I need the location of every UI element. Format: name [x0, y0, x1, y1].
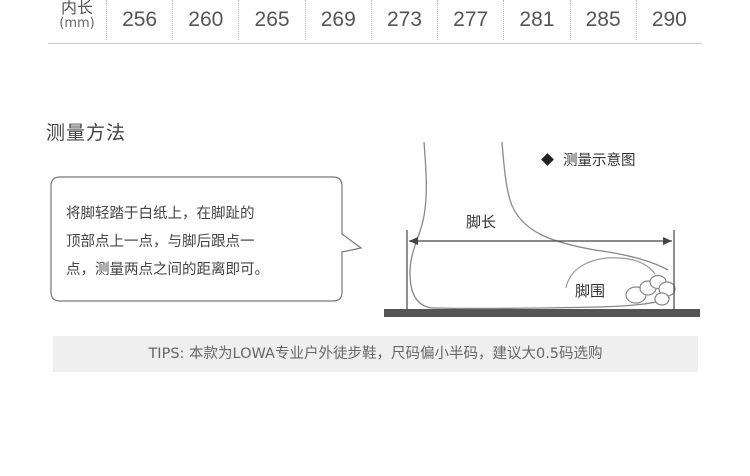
size-header-label: 内长: [48, 0, 106, 16]
size-value: 277: [437, 0, 503, 40]
size-table-header: 内长 (mm): [48, 0, 106, 32]
tips-bar: TIPS: 本款为LOWA专业户外徒步鞋，尺码偏小半码，建议大0.5码选购: [53, 336, 698, 372]
instruction-line: 点，测量两点之间的距离即可。: [66, 256, 336, 284]
size-value: 273: [371, 0, 437, 40]
table-divider: [48, 43, 702, 44]
instruction-line: 将脚轻踏于白纸上，在脚趾的: [66, 200, 336, 228]
size-value: 285: [570, 0, 636, 40]
arrow-left-icon: [409, 237, 418, 245]
legend-label: 测量示意图: [563, 149, 636, 170]
diagram-legend: 测量示意图: [543, 149, 636, 170]
size-value: 269: [305, 0, 371, 40]
size-value: 290: [636, 0, 702, 40]
size-value: 281: [503, 0, 569, 40]
instruction-line: 顶部点上一点，与脚后跟点一: [66, 228, 336, 256]
section-title: 测量方法: [46, 118, 126, 145]
size-value: 265: [238, 0, 304, 40]
size-values-row: 256 260 265 269 273 277 281 285 290: [106, 0, 702, 40]
foot-length-label: 脚长: [466, 211, 496, 232]
toe: [655, 293, 669, 305]
size-value: 260: [172, 0, 238, 40]
foot-width-label: 脚围: [575, 280, 605, 301]
ground-bar: [384, 309, 700, 317]
arrow-right-icon: [663, 237, 672, 245]
size-header-unit: (mm): [48, 16, 106, 32]
measure-instructions: 将脚轻踏于白纸上，在脚趾的 顶部点上一点，与脚后跟点一 点，测量两点之间的距离即…: [66, 200, 336, 284]
diamond-bullet-icon: [541, 153, 554, 166]
size-table: 内长 (mm) 256 260 265 269 273 277 281 285 …: [48, 0, 702, 44]
heel-outline: [410, 142, 432, 308]
size-value: 256: [106, 0, 172, 40]
